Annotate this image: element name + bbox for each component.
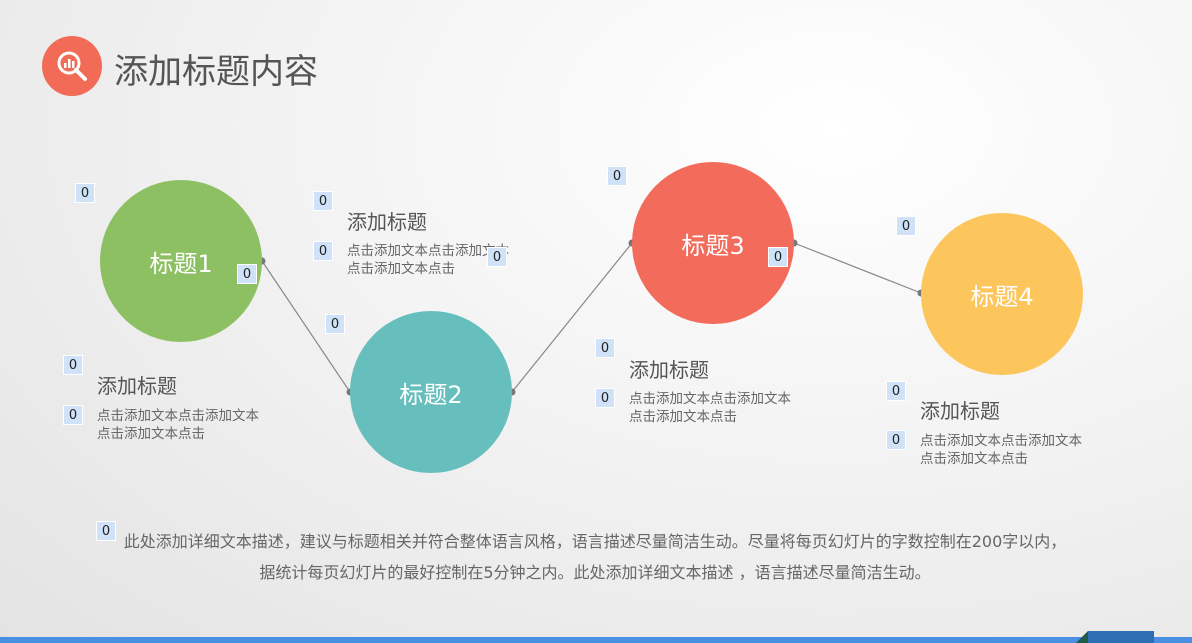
placeholder-badge: 0 <box>75 183 95 203</box>
description-text: 此处添加详细文本描述，建议与标题相关并符合整体语言风格，语言描述尽量简洁生动。尽… <box>123 532 1067 582</box>
footer-accent-triangle <box>1076 631 1088 643</box>
header-logo <box>42 36 102 96</box>
footer-bar <box>0 637 1192 643</box>
placeholder-badge: 0 <box>313 241 333 261</box>
circle-step-1: 标题1 <box>100 180 262 342</box>
placeholder-badge: 0 <box>768 247 788 267</box>
circle-step-2: 标题2 <box>350 311 512 473</box>
connector-line-1-2 <box>261 260 351 393</box>
item-text-1: 点击添加文本点击添加文本点击添加文本点击 <box>97 408 259 442</box>
item-title-1: 添加标题 <box>97 374 177 398</box>
circle-label: 标题2 <box>399 380 463 409</box>
placeholder-badge: 0 <box>63 355 83 375</box>
item-text-3: 点击添加文本点击添加文本点击添加文本点击 <box>629 391 791 425</box>
placeholder-badge: 0 <box>896 216 916 236</box>
placeholder-badge: 0 <box>313 191 333 211</box>
item-text-4: 点击添加文本点击添加文本点击添加文本点击 <box>920 433 1082 467</box>
placeholder-badge: 0 <box>595 388 615 408</box>
placeholder-badge: 0 <box>886 430 906 450</box>
magnifier-chart-icon <box>57 51 87 81</box>
placeholder-badge: 0 <box>487 247 507 267</box>
placeholder-badge: 0 <box>325 314 345 334</box>
placeholder-badge: 0 <box>96 521 116 541</box>
circle-label: 标题1 <box>149 249 213 278</box>
item-title-2: 添加标题 <box>347 210 427 234</box>
placeholder-badge: 0 <box>886 381 906 401</box>
connector-line-2-3 <box>511 242 633 393</box>
placeholder-badge: 0 <box>237 264 257 284</box>
page-title: 添加标题内容 <box>114 52 318 92</box>
item-title-4: 添加标题 <box>920 399 1000 423</box>
item-title-3: 添加标题 <box>629 358 709 382</box>
circle-label: 标题4 <box>970 282 1034 311</box>
circle-step-3: 标题3 <box>632 162 794 324</box>
circle-label: 标题3 <box>681 231 745 260</box>
placeholder-badge: 0 <box>63 405 83 425</box>
footer-accent-block <box>1088 631 1154 643</box>
placeholder-badge: 0 <box>595 338 615 358</box>
placeholder-badge: 0 <box>607 166 627 186</box>
circle-step-4: 标题4 <box>921 213 1083 375</box>
item-text-2: 点击添加文本点击添加文本点击添加文本点击 <box>347 243 509 277</box>
connector-line-3-4 <box>793 242 922 294</box>
